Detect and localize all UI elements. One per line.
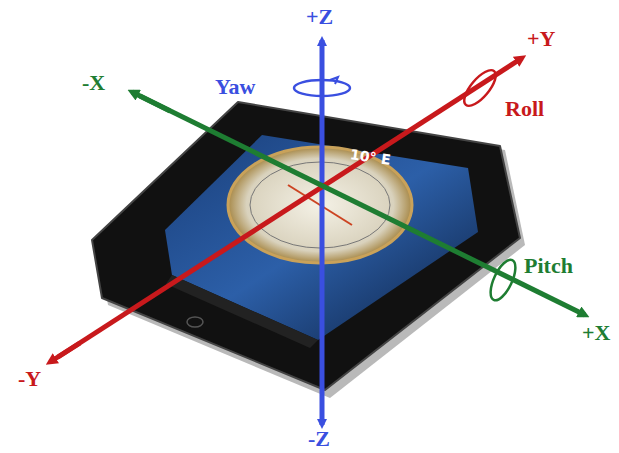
- home-button: [187, 317, 203, 327]
- rotation-label: Yaw: [215, 76, 255, 98]
- pitch-ring: [486, 256, 521, 303]
- status-bar: [166, 275, 318, 348]
- axis-label: +Y: [527, 28, 555, 50]
- rotation-label: Pitch: [524, 255, 573, 277]
- yaw-ring: [294, 80, 350, 96]
- axis-label: -X: [82, 72, 105, 94]
- z-axis: [320, 40, 325, 425]
- roll-ring: [459, 65, 501, 110]
- axis-label: +X: [582, 322, 610, 344]
- axis-label: -Y: [18, 368, 41, 390]
- axis-label: +Z: [306, 6, 333, 28]
- phone-body: [92, 102, 520, 390]
- x-axis: [140, 96, 585, 315]
- axis-label: -Z: [308, 428, 330, 450]
- rotation-label: Roll: [505, 98, 544, 120]
- y-axis: [58, 58, 522, 357]
